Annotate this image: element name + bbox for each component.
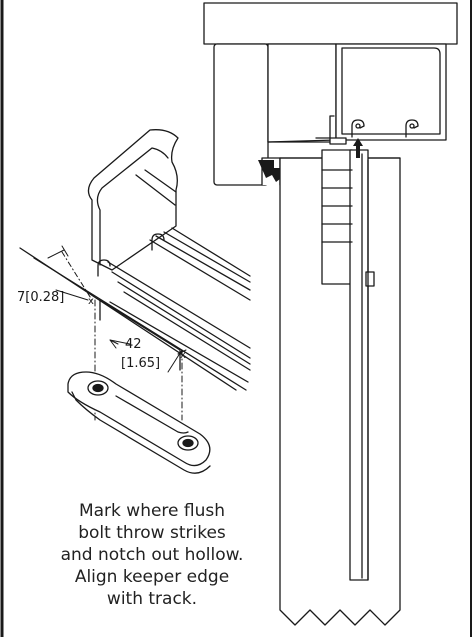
track-perspective (19, 129, 251, 391)
caption-line: Mark where flush (78, 501, 226, 521)
caption-line: Align keeper edge (74, 567, 230, 587)
instruction-caption: Mark where flush bolt throw strikes and … (22, 500, 282, 610)
caption-line: and notch out hollow. (60, 545, 244, 565)
svg-text:x: x (88, 296, 94, 307)
width-mm-label: 42 (125, 337, 142, 352)
svg-text:x: x (180, 350, 186, 361)
door-panel (279, 115, 401, 626)
overhead-track (203, 2, 458, 186)
caption-line: with track. (106, 589, 198, 609)
width-in-label: [1.65] (121, 356, 161, 371)
keeper-plate (67, 371, 211, 474)
caption-line: bolt throw strikes (78, 523, 226, 543)
offset-dimension-label: 7[0.28] (17, 290, 65, 305)
